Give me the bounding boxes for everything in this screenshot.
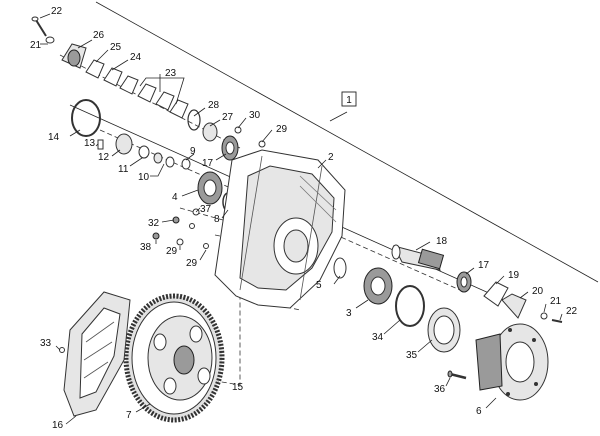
part-label-14: 14 xyxy=(48,132,60,143)
part-label-19: 19 xyxy=(508,270,520,281)
part-label-2: 2 xyxy=(328,152,334,163)
bearing-cap-part xyxy=(61,43,87,69)
snap-ring-part xyxy=(71,99,101,137)
large-ring-part xyxy=(395,285,425,327)
assembly-bracket xyxy=(69,1,599,308)
part-label-25: 25 xyxy=(110,42,122,53)
part-label-30: 29 xyxy=(166,246,178,257)
part-label-23: 23 xyxy=(165,68,177,79)
part-label-17b: 17 xyxy=(478,260,490,271)
part-label-36: 36 xyxy=(434,384,446,395)
wheel-hub-part xyxy=(475,323,549,401)
large-gear-part xyxy=(123,293,225,423)
hub-bolt-part xyxy=(447,370,467,380)
part-label-24: 24 xyxy=(130,52,142,63)
upper-bearing-part xyxy=(221,135,239,161)
small-hardware xyxy=(97,133,191,170)
part-label-35: 35 xyxy=(406,350,418,361)
part-label-8: 8 xyxy=(214,214,220,225)
shaft-part xyxy=(391,244,445,271)
part-label-21b: 21 xyxy=(550,296,562,307)
part-label-32: 32 xyxy=(148,218,160,229)
part-label-22a: 22 xyxy=(51,6,63,17)
main-bearing-part xyxy=(197,171,223,205)
part-label-15: 15 xyxy=(232,382,244,393)
part-label-11: 11 xyxy=(118,164,129,175)
part-label-9: 9 xyxy=(190,146,196,157)
part-label-13: 13 xyxy=(84,138,96,149)
part-label-3: 3 xyxy=(346,308,352,319)
fasteners-right xyxy=(540,312,563,323)
part-label-29a: 29 xyxy=(276,124,288,135)
assembly-callout-box: 1 xyxy=(341,91,357,107)
part-label-7: 7 xyxy=(126,410,132,421)
fasteners-top xyxy=(234,126,266,148)
part-label-20: 20 xyxy=(532,286,544,297)
part-label-6: 6 xyxy=(476,406,482,417)
shim-stack xyxy=(85,59,189,119)
part-label-10: 10 xyxy=(138,172,150,183)
assembly-callout-number: 1 xyxy=(346,95,352,106)
part-label-27: 27 xyxy=(222,112,234,123)
spacer-ring-part xyxy=(333,257,347,279)
leader-lines xyxy=(39,13,563,425)
part-label-28: 28 xyxy=(208,100,220,111)
part-label-5: 5 xyxy=(316,280,322,291)
guard-part xyxy=(63,291,131,417)
part-label-34: 34 xyxy=(372,332,384,343)
gearbox-housing-part xyxy=(214,149,346,309)
part-label-37: 37 xyxy=(200,204,212,215)
part-label-16: 16 xyxy=(52,420,64,431)
part-label-26: 26 xyxy=(93,30,105,41)
part-label-21a: 21 xyxy=(30,40,42,51)
guard-bolt-part xyxy=(59,347,65,353)
part-label-22b: 22 xyxy=(566,306,578,317)
part-label-29b: 29 xyxy=(186,258,198,269)
part-label-33: 33 xyxy=(40,338,52,349)
part-label-12: 12 xyxy=(98,152,110,163)
part-label-4: 4 xyxy=(172,192,178,203)
seal-and-bearing xyxy=(187,109,218,142)
part-label-18: 18 xyxy=(436,236,448,247)
part-label-31: 30 xyxy=(249,110,261,121)
part-label-17a: 17 xyxy=(202,158,214,169)
fasteners-left xyxy=(152,208,209,249)
part-label-38: 38 xyxy=(140,242,152,253)
bolt-part xyxy=(31,16,55,44)
output-bearing-part xyxy=(363,267,393,305)
seal-ring-part xyxy=(427,307,461,353)
shaft-bearing-part xyxy=(456,271,472,293)
cover-plates xyxy=(483,281,527,319)
part-labels: 22 21 26 25 24 23 28 27 30 29 14 13 12 1… xyxy=(30,6,578,431)
